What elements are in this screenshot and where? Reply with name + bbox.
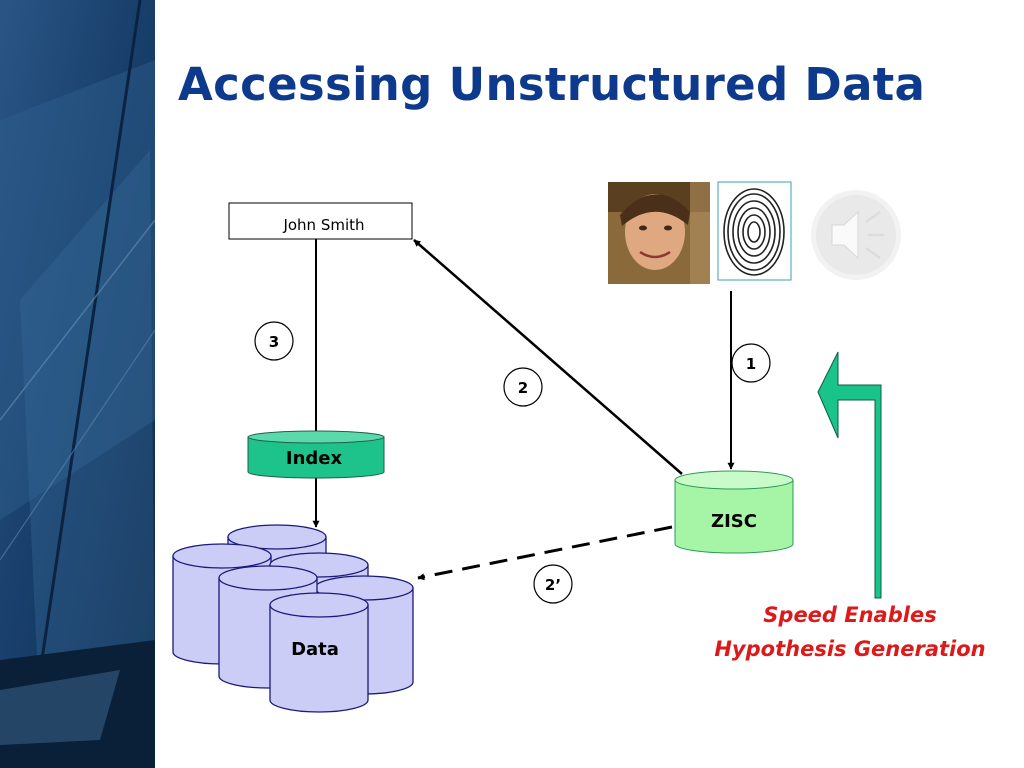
step-3-marker: 3: [254, 321, 294, 361]
index-cylinder: Index: [247, 430, 385, 479]
sidebar-sailing-image: [0, 0, 155, 768]
data-label: Data: [291, 639, 339, 660]
face-photo-icon: [608, 182, 710, 284]
zisc-cylinder: ZISC: [674, 470, 794, 554]
speaker-icon[interactable]: [811, 190, 901, 280]
step-2-marker: 2: [503, 367, 543, 407]
query-box-label: John Smith: [282, 216, 364, 234]
data-cylinder-front: [269, 592, 369, 713]
arrow-zisc-to-data-dashed: [417, 525, 673, 581]
data-cylinder-stack: [172, 524, 414, 713]
caption-line-2: Hypothesis Generation: [714, 637, 986, 661]
caption: Speed Enables Hypothesis Generation: [690, 598, 1010, 666]
step-2-prime-marker: 2’: [533, 564, 573, 604]
left-arrow-icon: [817, 351, 882, 599]
step-3-label: 3: [269, 333, 279, 351]
step-2-label: 2: [518, 379, 528, 397]
fingerprint-icon: [717, 181, 792, 281]
step-1-label: 1: [746, 355, 756, 373]
zisc-label: ZISC: [711, 511, 757, 532]
step-2-prime-label: 2’: [545, 576, 561, 594]
arrow-zisc-to-query: [413, 239, 683, 475]
caption-line-1: Speed Enables: [763, 603, 937, 627]
step-1-marker: 1: [731, 343, 771, 383]
index-label: Index: [286, 448, 343, 469]
query-box: John Smith: [228, 202, 413, 240]
slide-title: Accessing Unstructured Data: [178, 58, 926, 111]
